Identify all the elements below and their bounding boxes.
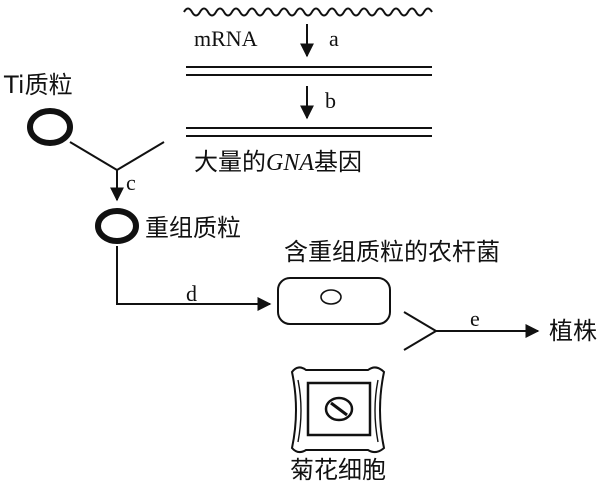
agrobacterium-plasmid	[320, 289, 342, 305]
gna-prefix: 大量的	[194, 148, 266, 176]
gna-suffix: 基因	[314, 148, 362, 176]
recombinant-plasmid-label: 重组质粒	[145, 214, 241, 242]
arrow-e-upper-branch	[403, 311, 437, 332]
step-a-label: a	[329, 26, 339, 51]
ti-plasmid-label: Ti质粒	[4, 71, 73, 99]
plant-label: 植株	[549, 317, 597, 345]
chrysanthemum-cell	[290, 366, 386, 454]
mrna-label: mRNA	[194, 26, 258, 51]
gna-gene-symbol: GNA	[266, 150, 314, 176]
ti-plasmid-ring	[27, 108, 73, 146]
arrow-c-right-branch	[116, 141, 165, 171]
step-b-label: b	[325, 88, 336, 113]
gna-gene-label: 大量的GNA基因	[194, 150, 362, 175]
agrobacterium-cell	[277, 277, 391, 325]
arrow-d	[116, 246, 272, 311]
step-e-label: e	[470, 306, 480, 331]
step-c-label: c	[126, 170, 136, 195]
recombinant-plasmid-ring	[95, 208, 139, 244]
mrna-strand	[183, 7, 433, 17]
chrysanthemum-cell-label: 菊花细胞	[290, 456, 386, 484]
chrysanthemum-nucleus	[324, 396, 354, 422]
step-d-label: d	[186, 281, 197, 306]
arrow-e-lower-branch	[403, 330, 437, 351]
agrobacterium-label: 含重组质粒的农杆菌	[284, 238, 500, 266]
arrow-c-left-branch	[69, 141, 118, 171]
